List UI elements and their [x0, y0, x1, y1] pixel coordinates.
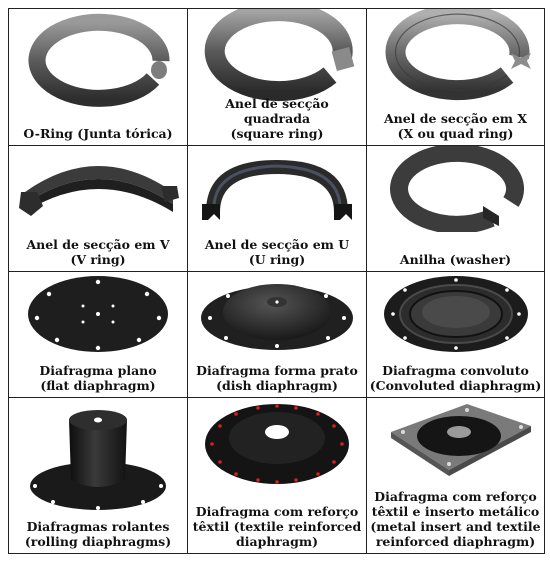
- table-cell: Anilha (washer): [367, 146, 545, 272]
- caption: Anilha (washer): [399, 252, 512, 267]
- quad-ring-icon: [367, 9, 544, 109]
- textile-reinforced-diaphragm-icon: [188, 398, 366, 490]
- washer-icon: [367, 146, 544, 232]
- caption: Diafragma forma prato(dish diaphragm): [196, 363, 358, 393]
- caption: Diafragma plano(flat diaphragm): [39, 363, 157, 393]
- caption: Anel de secção quadrada(square ring): [225, 96, 329, 141]
- table-cell: Diafragma plano(flat diaphragm): [9, 272, 188, 398]
- table-cell: O-Ring (Junta tórica): [9, 9, 188, 146]
- table-cell: Diafragma forma prato(dish diaphragm): [188, 272, 367, 398]
- table-cell: Diafragma convoluto(Convoluted diaphragm…: [367, 272, 545, 398]
- caption: Anel de secção em X(X ou quad ring): [383, 111, 528, 141]
- caption: Anel de secção em U(U ring): [204, 237, 350, 267]
- o-ring-icon: [9, 9, 187, 109]
- table-cell: Anel de secção em X(X ou quad ring): [367, 9, 545, 146]
- v-ring-icon: [9, 146, 187, 232]
- seal-types-table: O-Ring (Junta tórica) Anel de secção qua…: [8, 8, 545, 554]
- table-cell: Anel de secção quadrada(square ring): [188, 9, 367, 146]
- flat-diaphragm-icon: [9, 272, 187, 356]
- table-cell: Anel de secção em U(U ring): [188, 146, 367, 272]
- caption: Diafragma convoluto(Convoluted diaphragm…: [369, 363, 542, 393]
- square-ring-icon: [188, 9, 366, 109]
- caption: Diafragmas rolantes(rolling diaphragms): [24, 519, 172, 549]
- metal-insert-diaphragm-icon: [367, 398, 544, 480]
- rolling-diaphragm-icon: [9, 398, 187, 518]
- table-cell: Diafragmas rolantes(rolling diaphragms): [9, 398, 188, 554]
- u-ring-icon: [188, 146, 366, 232]
- dish-diaphragm-icon: [188, 272, 366, 356]
- caption: Anel de secção em V(V ring): [26, 237, 170, 267]
- table-cell: Anel de secção em V(V ring): [9, 146, 188, 272]
- caption: O-Ring (Junta tórica): [23, 126, 173, 141]
- convoluted-diaphragm-icon: [367, 272, 544, 356]
